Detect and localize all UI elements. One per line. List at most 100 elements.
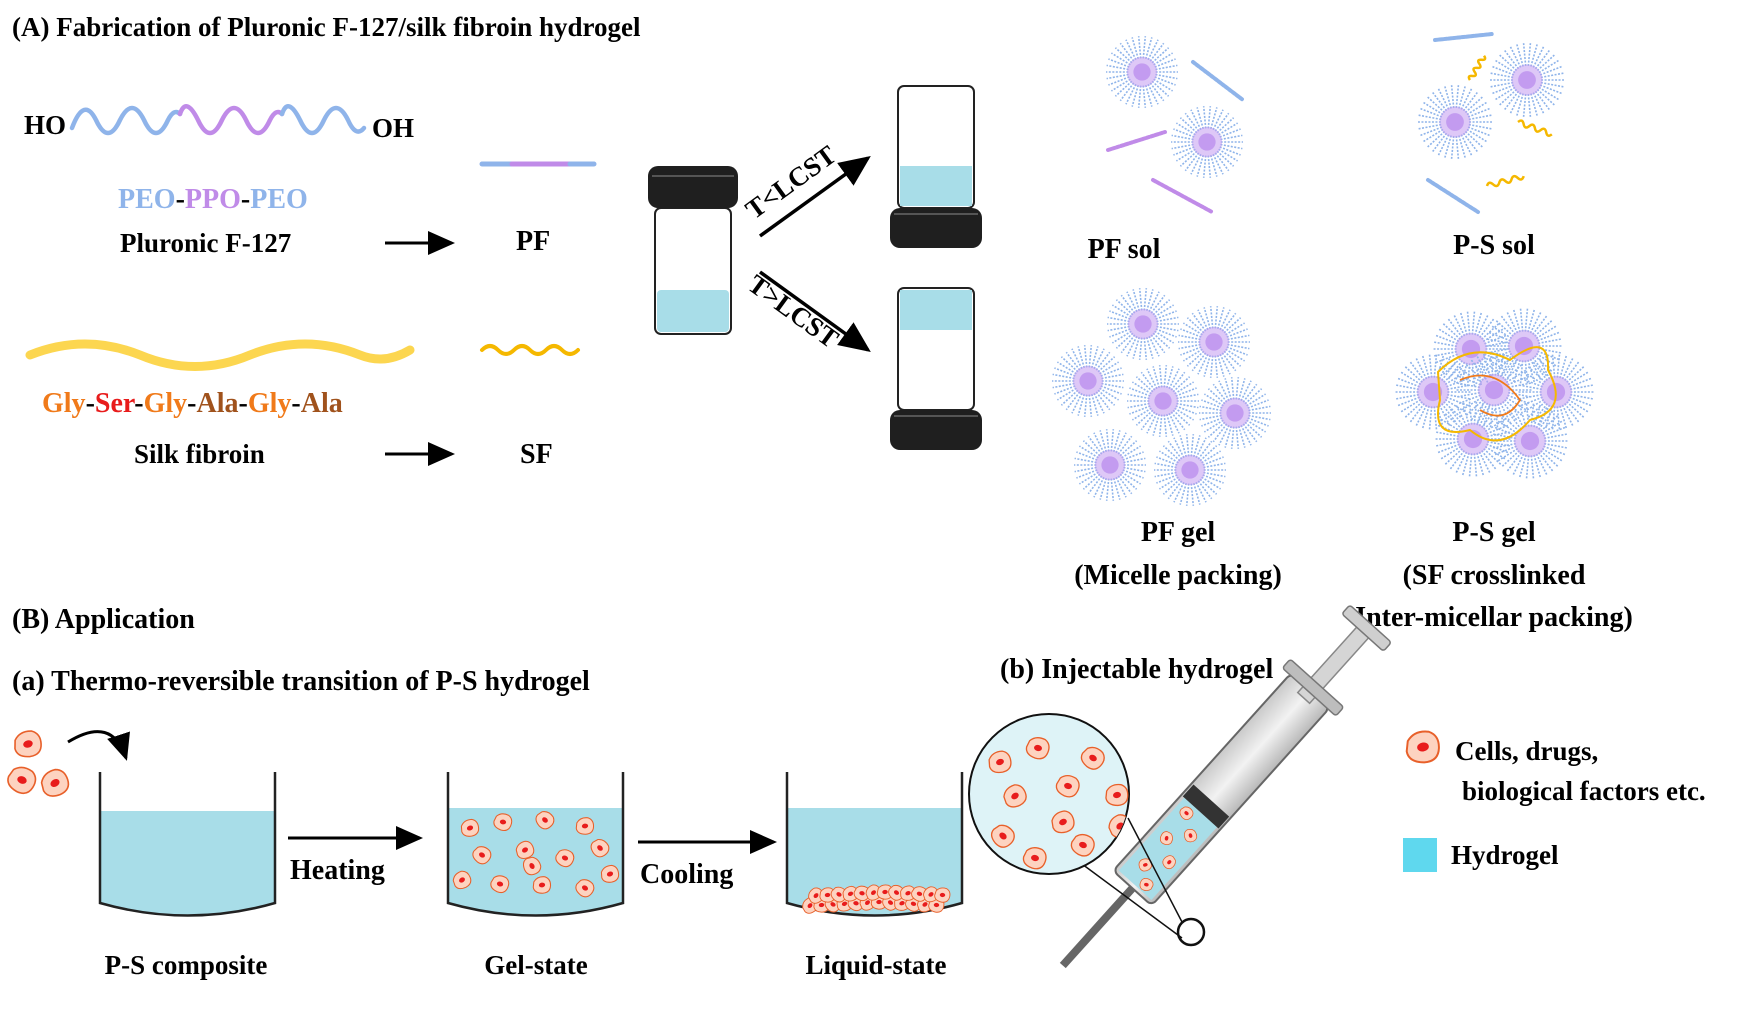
- legend-hydrogel: Hydrogel: [1403, 838, 1559, 872]
- cell: [14, 730, 42, 758]
- micelle: [1492, 403, 1568, 479]
- sol-vial-inverted: [890, 85, 982, 248]
- silk-strand: [1517, 119, 1553, 137]
- cell: [7, 766, 37, 795]
- cell: [934, 887, 951, 903]
- sf-seq-part: Gly: [248, 388, 292, 419]
- pf-label: PF: [516, 226, 550, 257]
- cell: [988, 750, 1012, 774]
- ps-gel-sublabel-1: (SF crosslinked: [1403, 560, 1586, 591]
- cell: [600, 864, 620, 883]
- section-a-heading: (A) Fabrication of Pluronic F-127/silk f…: [12, 12, 641, 42]
- peo-block-2: PEO: [250, 184, 308, 215]
- cell: [515, 840, 535, 860]
- oh-label: OH: [372, 113, 414, 143]
- beaker-gel: [446, 772, 625, 917]
- liquid-state-label: Liquid-state: [805, 950, 946, 980]
- micelle: [1395, 354, 1471, 430]
- micelle: [1456, 352, 1532, 428]
- cell: [1022, 847, 1047, 870]
- cell: [590, 838, 610, 858]
- sf-seq-part: Ser: [95, 388, 135, 419]
- cell: [575, 879, 595, 898]
- legend-cells: Cells, drugs, biological factors etc.: [1405, 730, 1706, 806]
- sf-seq-part: -: [86, 388, 95, 419]
- cell: [1184, 828, 1198, 843]
- ps-gel-sublabel-2: Inter-micellar packing): [1355, 602, 1633, 633]
- hydrogel-swatch: [1403, 838, 1437, 872]
- central-vial: [648, 166, 738, 335]
- cell: [1051, 810, 1075, 834]
- silk-label: Silk fibroin: [134, 439, 265, 469]
- cell: [535, 811, 555, 830]
- cell: [830, 886, 848, 903]
- pluronic-chain: [69, 104, 367, 136]
- silk-crosslink: [1436, 346, 1557, 442]
- cell: [1025, 737, 1050, 760]
- micelle: [1171, 106, 1243, 178]
- cell: [472, 846, 492, 865]
- ppo-block: PPO: [185, 184, 241, 215]
- sf-label: SF: [520, 439, 553, 470]
- sf-seq-part: -: [239, 388, 248, 419]
- micelle: [1490, 43, 1564, 117]
- cell: [876, 884, 893, 900]
- cell: [1179, 806, 1194, 821]
- micelle: [1106, 36, 1178, 108]
- polymer-strand: [1106, 130, 1167, 152]
- peo-block-1: PEO: [118, 184, 176, 215]
- silk-strand: [1485, 174, 1525, 188]
- silk-fibroin-chain: [25, 339, 415, 371]
- micelle: [1435, 401, 1511, 477]
- polymer-strand: [1426, 178, 1480, 214]
- cell: [1159, 831, 1173, 846]
- polymer-strand: [1191, 60, 1245, 102]
- arrow-up: [758, 155, 871, 238]
- cell: [490, 875, 510, 894]
- cell: [1080, 746, 1105, 770]
- sf-sequence: Gly-Ser-Gly-Ala-Gly-Ala: [42, 388, 343, 419]
- arrow-down: [758, 270, 871, 353]
- sf-seq-part: Ala: [197, 388, 239, 419]
- cell: [1139, 878, 1154, 892]
- sf-seq-part: Ala: [301, 388, 343, 419]
- sf-seq-part: Gly: [42, 388, 86, 419]
- block-formula: PEO-PPO-PEO: [118, 184, 308, 215]
- micelle: [1199, 377, 1271, 449]
- cell: [522, 856, 542, 876]
- sf-seq-part: -: [291, 388, 300, 419]
- zoom-view: [968, 713, 1183, 939]
- silk-strand: [1467, 55, 1487, 81]
- pf-sol-label: PF sol: [1088, 234, 1161, 265]
- cell: [40, 768, 70, 797]
- cell: [1003, 784, 1027, 808]
- cell: [575, 817, 595, 835]
- silk-crosslink: [1459, 374, 1522, 417]
- cell: [532, 876, 552, 894]
- sub-b-heading: (b) Injectable hydrogel: [1000, 654, 1273, 685]
- polymer-strand: [1151, 178, 1214, 214]
- cell: [1070, 833, 1095, 857]
- micelle: [1107, 288, 1179, 360]
- sub-a-heading: (a) Thermo-reversible transition of P-S …: [12, 666, 590, 697]
- polymer-strand: [1433, 32, 1494, 42]
- sf-seq-part: Gly: [144, 388, 188, 419]
- sf-short-chain: [480, 344, 580, 356]
- legend-cells-line-2: biological factors etc.: [1462, 776, 1706, 806]
- micelle: [1074, 429, 1146, 501]
- block-dash-1: -: [176, 184, 185, 215]
- micelle: [1418, 85, 1492, 159]
- syringe: [1059, 605, 1391, 969]
- ps-gel-label: P-S gel: [1452, 517, 1535, 548]
- pf-gel-label: PF gel: [1141, 517, 1216, 548]
- cell: [493, 813, 513, 832]
- ps-sol-label: P-S sol: [1453, 230, 1535, 261]
- composite-label: P-S composite: [105, 950, 268, 980]
- sf-seq-part: -: [187, 388, 196, 419]
- ho-label: HO: [24, 110, 66, 140]
- cell: [1162, 855, 1176, 870]
- heating-label: Heating: [290, 855, 385, 886]
- pluronic-label: Pluronic F-127: [120, 228, 291, 258]
- cell: [460, 818, 480, 837]
